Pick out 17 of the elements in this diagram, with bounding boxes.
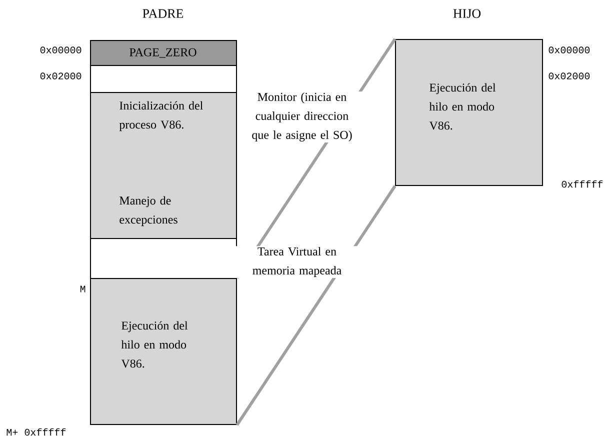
column-heading: PADRE (142, 9, 184, 18)
address-label: 0x00000 (40, 46, 82, 54)
address-label: 0x02000 (40, 72, 82, 80)
address-label: 0xfffff (562, 180, 603, 188)
address-label: M (80, 286, 86, 292)
memory-block: HIJO Ejecución del hilo en modo V86. (395, 9, 543, 186)
memory-block: Inicialización del proceso V86. Manejo de excepciones (90, 92, 237, 239)
address-label: 0x00000 (548, 46, 590, 54)
empty-memory-block (90, 65, 237, 93)
empty-memory-block (90, 238, 237, 279)
memory-block: Ejecución del hilo en modo V86. (90, 278, 237, 425)
region-note: Monitor (inicia en cualquier direccion que le asigne el SO) (240, 92, 364, 142)
memory-block: PAGE_ZERO (90, 40, 237, 66)
node-label: HIJO (453, 9, 481, 18)
region-note: Tarea Virtual en memoria mapeada (235, 246, 359, 278)
address-label: 0x02000 (548, 72, 590, 80)
address-label: M+ 0xfffff (6, 428, 66, 436)
